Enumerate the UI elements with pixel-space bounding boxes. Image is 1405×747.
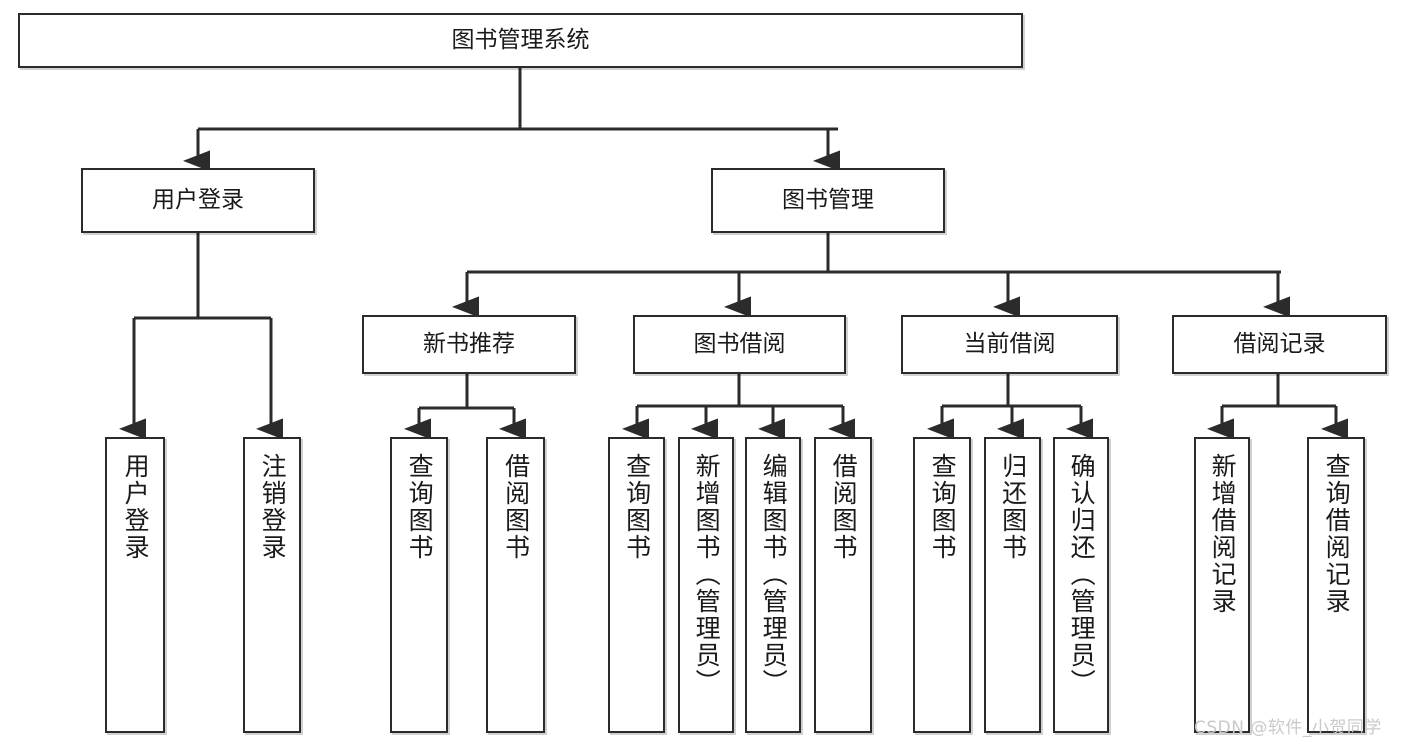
node-leaf-query-book-1[interactable]: 查询图书 <box>390 437 448 733</box>
node-book-manage-label: 图书管理 <box>782 187 874 214</box>
node-leaf-borrow-book-1[interactable]: 借阅图书 <box>486 437 545 733</box>
node-leaf-return-book[interactable]: 归还图书 <box>984 437 1041 733</box>
node-leaf-query-record[interactable]: 查询借阅记录 <box>1307 437 1365 733</box>
node-leaf-edit-book-label: 编辑图书（管理员） <box>759 453 789 696</box>
node-leaf-borrow-book-1-label: 借阅图书 <box>501 453 531 561</box>
node-leaf-query-book-3[interactable]: 查询图书 <box>913 437 971 733</box>
node-user-login[interactable]: 用户登录 <box>81 168 315 233</box>
node-leaf-query-book-3-label: 查询图书 <box>928 453 958 561</box>
node-leaf-logout-label: 注销登录 <box>258 453 288 561</box>
node-leaf-add-record-label: 新增借阅记录 <box>1208 453 1238 615</box>
csdn-watermark: CSDN @软件_小贺同学 <box>1194 718 1382 738</box>
node-leaf-borrow-book-2[interactable]: 借阅图书 <box>814 437 872 733</box>
node-leaf-query-book-1-label: 查询图书 <box>405 453 435 561</box>
node-root-label: 图书管理系统 <box>451 27 590 54</box>
node-borrow-record[interactable]: 借阅记录 <box>1172 315 1387 374</box>
node-new-book-rec-label: 新书推荐 <box>423 331 515 358</box>
node-leaf-query-book-2-label: 查询图书 <box>622 453 652 561</box>
node-leaf-logout[interactable]: 注销登录 <box>243 437 301 733</box>
node-borrow-record-label: 借阅记录 <box>1233 331 1326 358</box>
node-leaf-borrow-book-2-label: 借阅图书 <box>829 453 859 561</box>
node-book-borrow[interactable]: 图书借阅 <box>633 315 846 374</box>
node-leaf-user-login[interactable]: 用户登录 <box>105 437 165 733</box>
node-leaf-add-book-label: 新增图书（管理员） <box>692 453 722 696</box>
node-book-manage[interactable]: 图书管理 <box>711 168 945 233</box>
node-leaf-edit-book[interactable]: 编辑图书（管理员） <box>745 437 801 733</box>
node-user-login-label: 用户登录 <box>152 187 244 214</box>
node-leaf-add-record[interactable]: 新增借阅记录 <box>1194 437 1250 733</box>
node-leaf-return-book-label: 归还图书 <box>998 453 1028 561</box>
node-leaf-add-book[interactable]: 新增图书（管理员） <box>678 437 734 733</box>
node-book-borrow-label: 图书借阅 <box>693 331 786 358</box>
node-leaf-confirm-return[interactable]: 确认归还（管理员） <box>1053 437 1109 733</box>
node-leaf-confirm-return-label: 确认归还（管理员） <box>1067 453 1097 696</box>
node-leaf-query-book-2[interactable]: 查询图书 <box>608 437 665 733</box>
node-new-book-rec[interactable]: 新书推荐 <box>362 315 576 374</box>
node-leaf-query-record-label: 查询借阅记录 <box>1322 453 1352 615</box>
node-current-borrow[interactable]: 当前借阅 <box>901 315 1118 374</box>
node-current-borrow-label: 当前借阅 <box>963 331 1056 358</box>
node-root[interactable]: 图书管理系统 <box>18 13 1023 68</box>
node-leaf-user-login-label: 用户登录 <box>121 453 151 561</box>
